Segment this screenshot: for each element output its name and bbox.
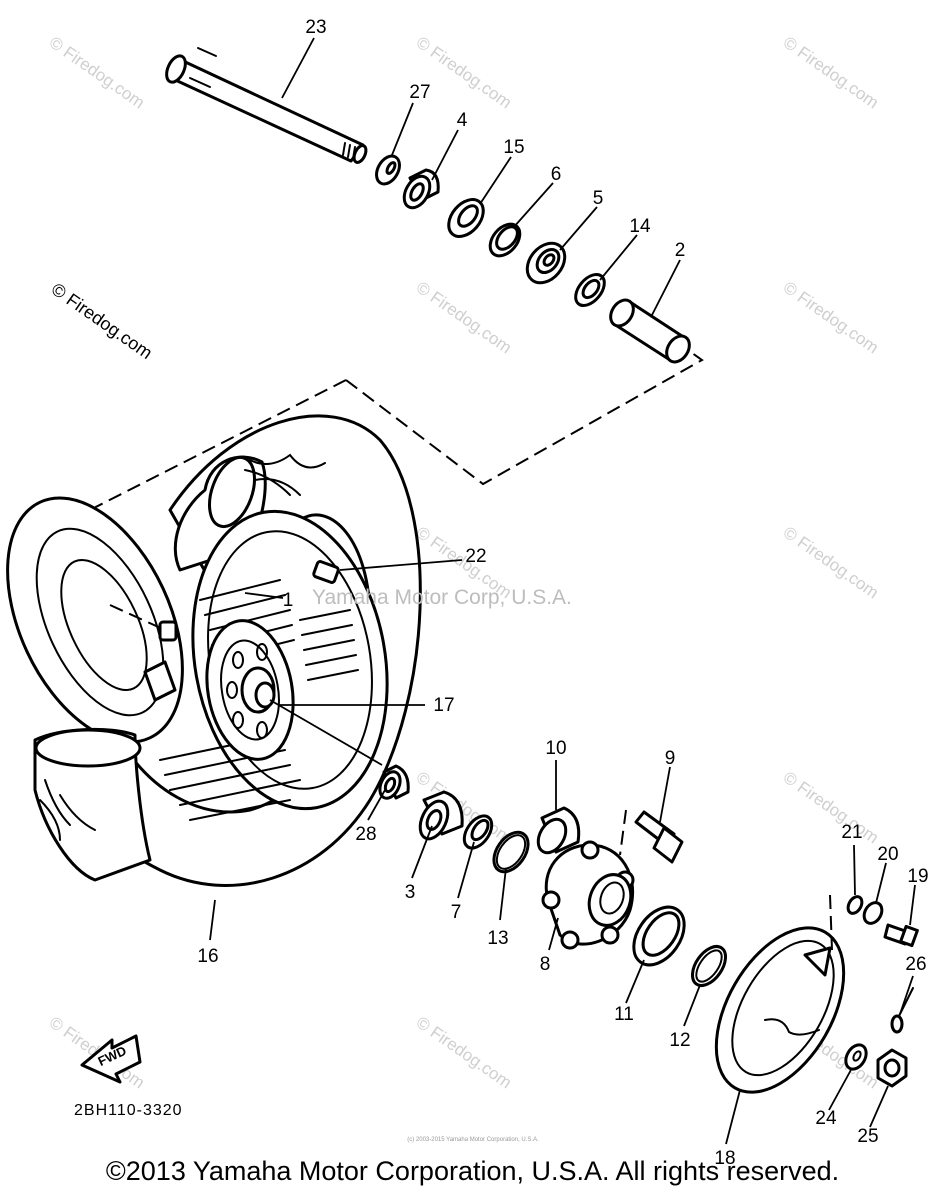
brake-shoe-plate <box>714 926 846 1094</box>
watermark: © Firedog.com <box>413 1013 515 1093</box>
circlip <box>690 944 728 988</box>
bearing <box>525 241 567 285</box>
callout-number: 15 <box>503 137 524 158</box>
callout-number: 10 <box>545 738 566 759</box>
callout-number: 11 <box>614 1004 634 1025</box>
spacer-washer <box>375 154 401 186</box>
axle <box>165 47 368 164</box>
lock-washer <box>846 895 864 915</box>
callout-number: 12 <box>669 1030 690 1051</box>
callout-number: 20 <box>877 844 898 865</box>
callouts: 23 27 4 15 6 5 14 2 22 1 17 10 9 28 3 7 … <box>197 17 928 1169</box>
callout-number: 27 <box>409 82 430 103</box>
watermark: © Firedog.com <box>413 278 515 358</box>
axle-centerline <box>109 604 166 631</box>
callout-number: 9 <box>665 748 676 769</box>
plain-washer <box>844 1043 868 1071</box>
callout-number: 1 <box>283 590 294 611</box>
leader-lines <box>209 37 916 1145</box>
watermarks: © Firedog.com © Firedog.com © Firedog.co… <box>46 33 882 1093</box>
bolt <box>883 923 919 948</box>
callout-number: 19 <box>907 866 928 887</box>
wheel-assembly <box>6 414 422 887</box>
forward-arrow-icon: FWD <box>80 1034 142 1084</box>
callout-number: 24 <box>815 1108 837 1129</box>
axle-centerline <box>269 699 383 766</box>
overlay-watermark: Yamaha Motor Corp, U.S.A. <box>312 586 572 609</box>
callout-number: 14 <box>629 216 651 237</box>
assembly-outline <box>345 347 704 486</box>
callout-number: 25 <box>857 1126 878 1147</box>
collar <box>402 168 440 210</box>
bushing <box>378 764 410 800</box>
o-ring <box>492 830 530 874</box>
callout-number: 28 <box>355 824 376 845</box>
callout-number: 26 <box>905 954 926 975</box>
watermark: © Firedog.com <box>780 768 882 848</box>
callout-number: 18 <box>714 1148 735 1169</box>
collar <box>418 790 464 841</box>
callout-number: 21 <box>841 822 862 843</box>
oil-seal <box>574 273 606 307</box>
watermark: © Firedog.com <box>780 523 882 603</box>
washer <box>862 901 884 925</box>
callout-number: 22 <box>465 546 486 567</box>
copyright-notice: ©2013 Yamaha Motor Corporation, U.S.A. A… <box>105 1156 840 1186</box>
damper <box>536 806 581 855</box>
small-print: (c) 2003-2015 Yamaha Motor Corporation, … <box>407 1137 539 1143</box>
callout-number: 17 <box>433 695 454 716</box>
callout-number: 4 <box>457 110 468 131</box>
sprocket-hub <box>541 840 635 950</box>
cotter-pin <box>890 987 914 1034</box>
watermark: © Firedog.com <box>780 33 882 113</box>
assembly-outline <box>829 894 833 951</box>
oil-seal <box>632 905 686 967</box>
circlip <box>462 814 494 850</box>
callout-number: 5 <box>593 188 604 209</box>
spacer-tube <box>609 298 691 364</box>
watermark-dark: © Firedog.com <box>48 279 156 363</box>
oil-seal <box>447 198 485 238</box>
axle-nut <box>876 1048 908 1088</box>
assembly-outline <box>619 809 627 856</box>
callout-number: 7 <box>451 902 462 923</box>
callout-number: 23 <box>305 17 326 38</box>
circlip <box>488 222 522 258</box>
callout-number: 13 <box>487 928 508 949</box>
callout-number: 16 <box>197 946 218 967</box>
callout-number: 6 <box>551 164 562 185</box>
watermark: © Firedog.com <box>46 33 148 113</box>
callout-number: 8 <box>540 954 551 975</box>
watermark: © Firedog.com <box>780 278 882 358</box>
diagram-code: 2BH110-3320 <box>74 1102 183 1119</box>
bolt <box>634 810 684 864</box>
callout-number: 2 <box>675 240 686 261</box>
callout-number: 3 <box>405 882 416 903</box>
